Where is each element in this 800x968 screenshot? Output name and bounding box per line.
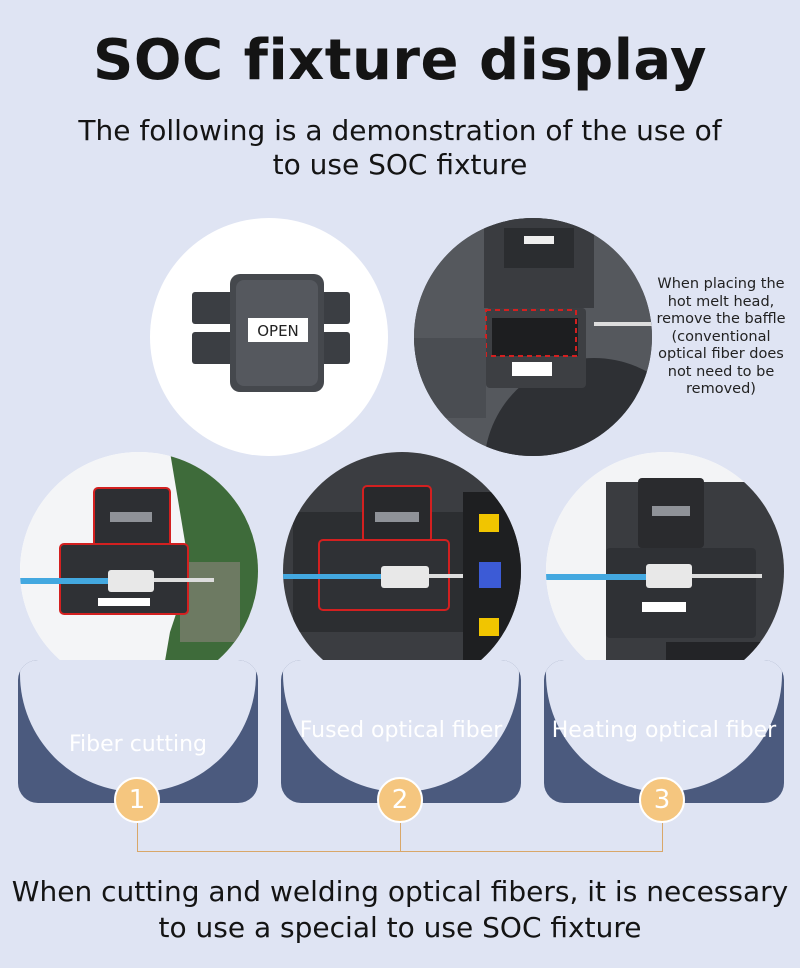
step-3-photo <box>546 452 784 690</box>
page-title: SOC fixture display <box>93 28 707 93</box>
connector-line <box>137 822 138 852</box>
step-number-badge: 3 <box>639 777 685 823</box>
step-number-badge: 1 <box>114 777 160 823</box>
connector-line <box>400 822 401 852</box>
step-label: Fiber cutting <box>68 732 207 757</box>
splicer-top-photo <box>414 218 652 456</box>
fixture-photo: OPEN <box>150 218 388 456</box>
step-label: Fused optical fiber <box>299 718 503 743</box>
baffle-note: When placing the hot melt head, remove t… <box>656 276 786 397</box>
connector-line <box>662 822 663 852</box>
baffle-highlight <box>485 309 577 357</box>
step-2-photo <box>283 452 521 690</box>
connector-line <box>137 851 663 852</box>
open-label: OPEN <box>257 322 299 340</box>
step-label: Heating optical fiber <box>551 718 777 743</box>
step-1-photo <box>20 452 258 690</box>
footer-text: When cutting and welding optical fibers,… <box>11 875 789 944</box>
page-subtitle: The following is a demonstration of the … <box>78 114 722 181</box>
step-number-badge: 2 <box>377 777 423 823</box>
